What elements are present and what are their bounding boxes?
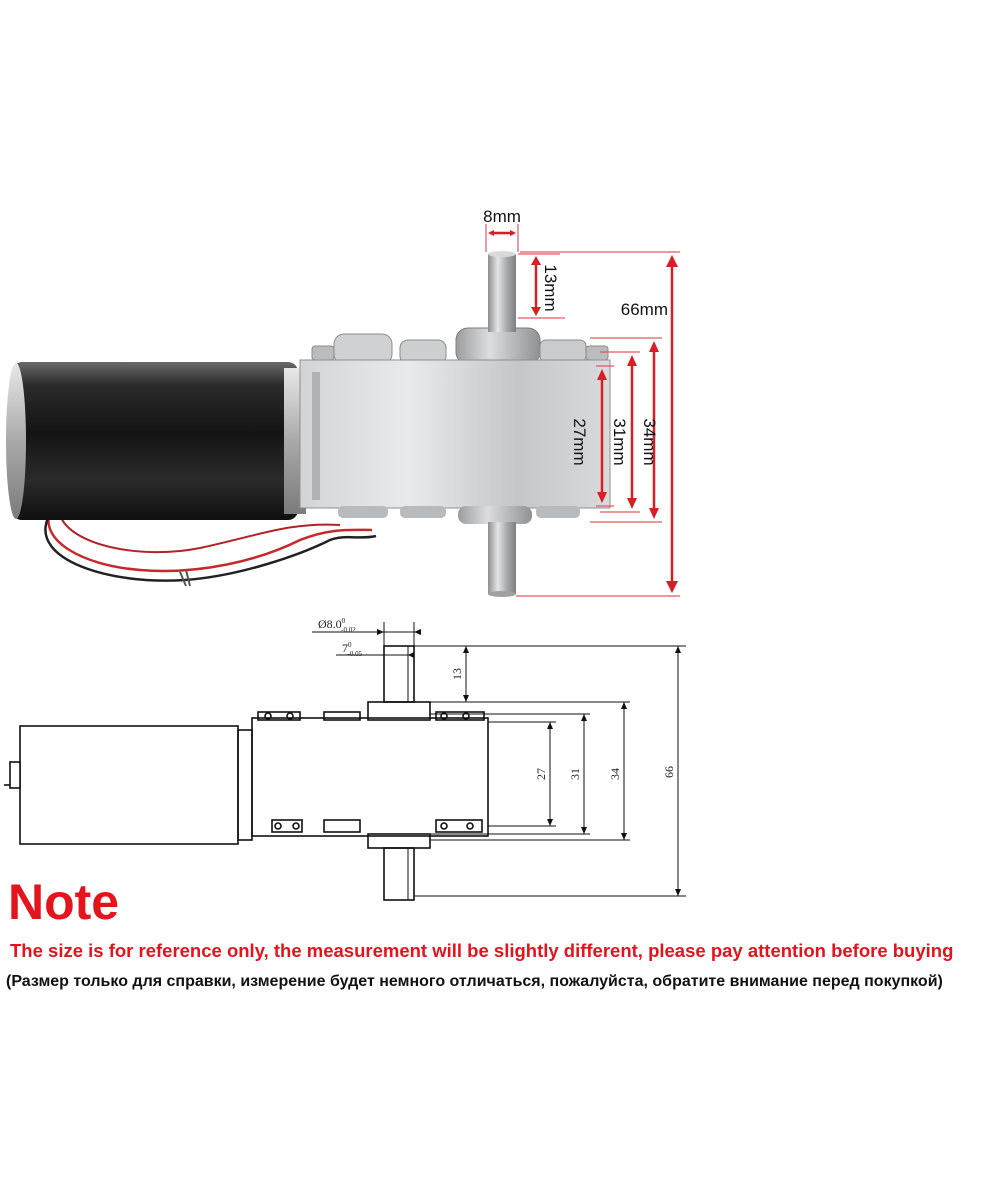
- drawing-label-66: 66: [662, 766, 676, 778]
- gearbox-bottom-details: [338, 506, 580, 524]
- output-shaft-top: [488, 254, 516, 332]
- drawing-arrowheads: [377, 629, 681, 896]
- dim-label-13mm: 13mm: [541, 264, 560, 311]
- red-dimension-labels: 8mm 13mm 66mm 27mm 31mm 34mm: [483, 207, 668, 466]
- motor-body: [12, 362, 298, 520]
- diameter-tolerance-label: Ø8.00-0.02: [318, 617, 356, 634]
- dim-label-66mm: 66mm: [621, 300, 668, 319]
- gearbox-top-details: [311, 327, 609, 365]
- red-dimension-lines: [485, 224, 680, 597]
- motor-photo: 8mm 13mm 66mm 27mm 31mm 34mm: [6, 207, 680, 597]
- motor-wires: [44, 511, 377, 587]
- gearbox-body: [299, 359, 611, 509]
- drawing-label-27: 27: [534, 768, 548, 780]
- output-shaft-bottom: [488, 522, 516, 594]
- dim-label-27mm: 27mm: [570, 418, 589, 465]
- flat-tolerance-label: 70-0.05: [342, 641, 363, 658]
- note-russian-text: (Размер только для справки, измерение бу…: [6, 973, 943, 990]
- drawing-label-34: 34: [608, 768, 622, 780]
- drawing-motor-body: [19, 725, 239, 845]
- dim-label-34mm: 34mm: [640, 418, 659, 465]
- drawing-dimension-lines: [312, 622, 686, 897]
- drawing-label-13: 13: [450, 668, 464, 680]
- note-title: Note: [8, 874, 120, 930]
- dim-label-31mm: 31mm: [610, 418, 629, 465]
- drawing-gearbox-body: [251, 717, 489, 837]
- note-english-text: The size is for reference only, the meas…: [10, 940, 954, 961]
- dim-label-8mm: 8mm: [483, 207, 521, 226]
- technical-drawing: [4, 622, 686, 901]
- drawing-shaft-bottom: [383, 847, 415, 901]
- drawing-dimension-labels: Ø8.00-0.02 70-0.05 13 27 31 34 66: [318, 617, 676, 780]
- motor-endcap: [6, 363, 26, 519]
- drawing-shaft-top: [383, 645, 415, 703]
- drawing-label-31: 31: [568, 768, 582, 780]
